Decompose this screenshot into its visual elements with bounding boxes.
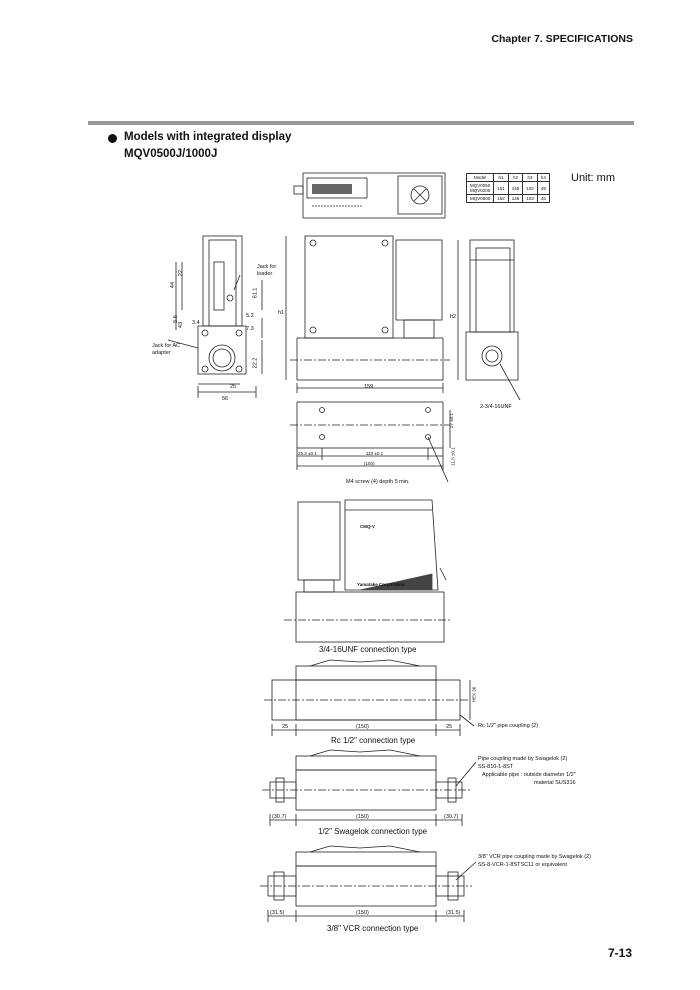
- dim-7-3: 7.3: [246, 326, 254, 332]
- brand-label: Yamatake Corporation: [357, 582, 405, 587]
- bullet-icon: [108, 134, 117, 143]
- jack-ac-label: Jack for AC adapter: [152, 343, 181, 356]
- dim-43: 43: [178, 321, 185, 329]
- caption-rc: Rc 1/2" connection type: [331, 736, 416, 745]
- caption-vcr: 3/8" VCR connection type: [327, 924, 419, 933]
- display-panel-drawing: [293, 172, 446, 219]
- swagelok-label-1: Pipe coupling made by Swagelok (2): [478, 756, 568, 762]
- dim-5-2: 5.2: [246, 313, 254, 319]
- logo-label: CMQ-V: [360, 524, 375, 529]
- caption-swagelok: 1/2" Swagelok connection type: [318, 827, 428, 836]
- section-title: Models with integrated display: [124, 131, 292, 143]
- dim-22-2: 22.2: [252, 357, 259, 369]
- dim-25-left: 25: [282, 724, 289, 730]
- dim-56: 56: [222, 396, 229, 402]
- front-view-drawing: [285, 235, 459, 393]
- dim-22: 22: [178, 269, 185, 277]
- rc-coupling-label: Rc 1/2" pipe coupling (2): [478, 723, 539, 729]
- dim-25-side: 25: [230, 384, 237, 390]
- hex-label: HEX 36: [471, 686, 477, 703]
- dim-27: 27 ±0.1: [448, 413, 454, 428]
- dim-61-1: 61.1: [252, 287, 259, 299]
- section-rule: [88, 121, 634, 125]
- model-dimension-table: Model h1 h2 h3 h4 MQV0050 MQV0200 151 14…: [465, 173, 550, 203]
- dim-44: 44: [170, 281, 177, 289]
- vcr-label-2: SS-8-VCR-1-8STSC11 or equivalent: [478, 862, 567, 868]
- page-number: 7-13: [607, 946, 632, 960]
- swagelok-connection-drawing: [262, 749, 477, 826]
- dim-150-swg: (150): [356, 814, 369, 820]
- jack-loader-label: Jack for loader: [257, 264, 277, 277]
- dim-150-bottom: (150): [364, 461, 375, 466]
- right-view-drawing: [465, 239, 521, 401]
- dim-25-right: 25: [446, 724, 453, 730]
- table-cell: 46: [536, 194, 550, 203]
- m4-screw-label: M4 screw (4) depth 5 min.: [346, 479, 410, 485]
- table-cell-model: MQV0500: [465, 194, 495, 203]
- dim-31-5-left: (31.5): [270, 910, 285, 916]
- dim-31-5-right: (31.5): [446, 910, 461, 916]
- dim-30-7-left: (30.7): [272, 814, 287, 820]
- section-subtitle: MQV0500J/1000J: [124, 148, 218, 160]
- thread-label: 2-3/4-16UNF: [480, 404, 512, 410]
- dim-159: 159: [364, 384, 374, 390]
- swagelok-label-3: Applicable pipe : outside diameter 1/2": [482, 772, 576, 778]
- vcr-connection-drawing: [260, 845, 477, 922]
- dim-110: 110 ±0.1: [366, 451, 384, 456]
- table-cell: 45: [536, 181, 550, 195]
- side-view-drawing: [167, 235, 263, 398]
- unit-label: Unit: mm: [571, 172, 615, 184]
- dim-3-4: 3.4: [192, 320, 200, 326]
- swagelok-label-4: material SUS316: [534, 780, 576, 786]
- rc-connection-drawing: [264, 659, 475, 736]
- dim-150-rc: (150): [356, 724, 369, 730]
- swagelok-label-2: SS-810-1-8ST: [478, 764, 514, 770]
- dim-25-3: 25.3 ±0.1: [298, 451, 317, 456]
- isometric-view-drawing: [284, 499, 452, 643]
- chapter-header: Chapter 7. SPECIFICATIONS: [491, 33, 633, 45]
- vcr-label-1: 3/8" VCR pipe coupling made by Swagelok …: [478, 854, 591, 860]
- dim-h2: h2: [450, 314, 457, 320]
- dim-150-vcr: (150): [356, 910, 369, 916]
- dim-11-5: 11.5 ±0.1: [450, 447, 456, 466]
- caption-unf: 3/4-16UNF connection type: [319, 645, 417, 654]
- bottom-view-drawing: [290, 401, 451, 483]
- table-row: MQV0500 152 146 103 46: [465, 194, 550, 203]
- dim-30-7-right: (30.7): [444, 814, 459, 820]
- dim-h1: h1: [278, 310, 285, 316]
